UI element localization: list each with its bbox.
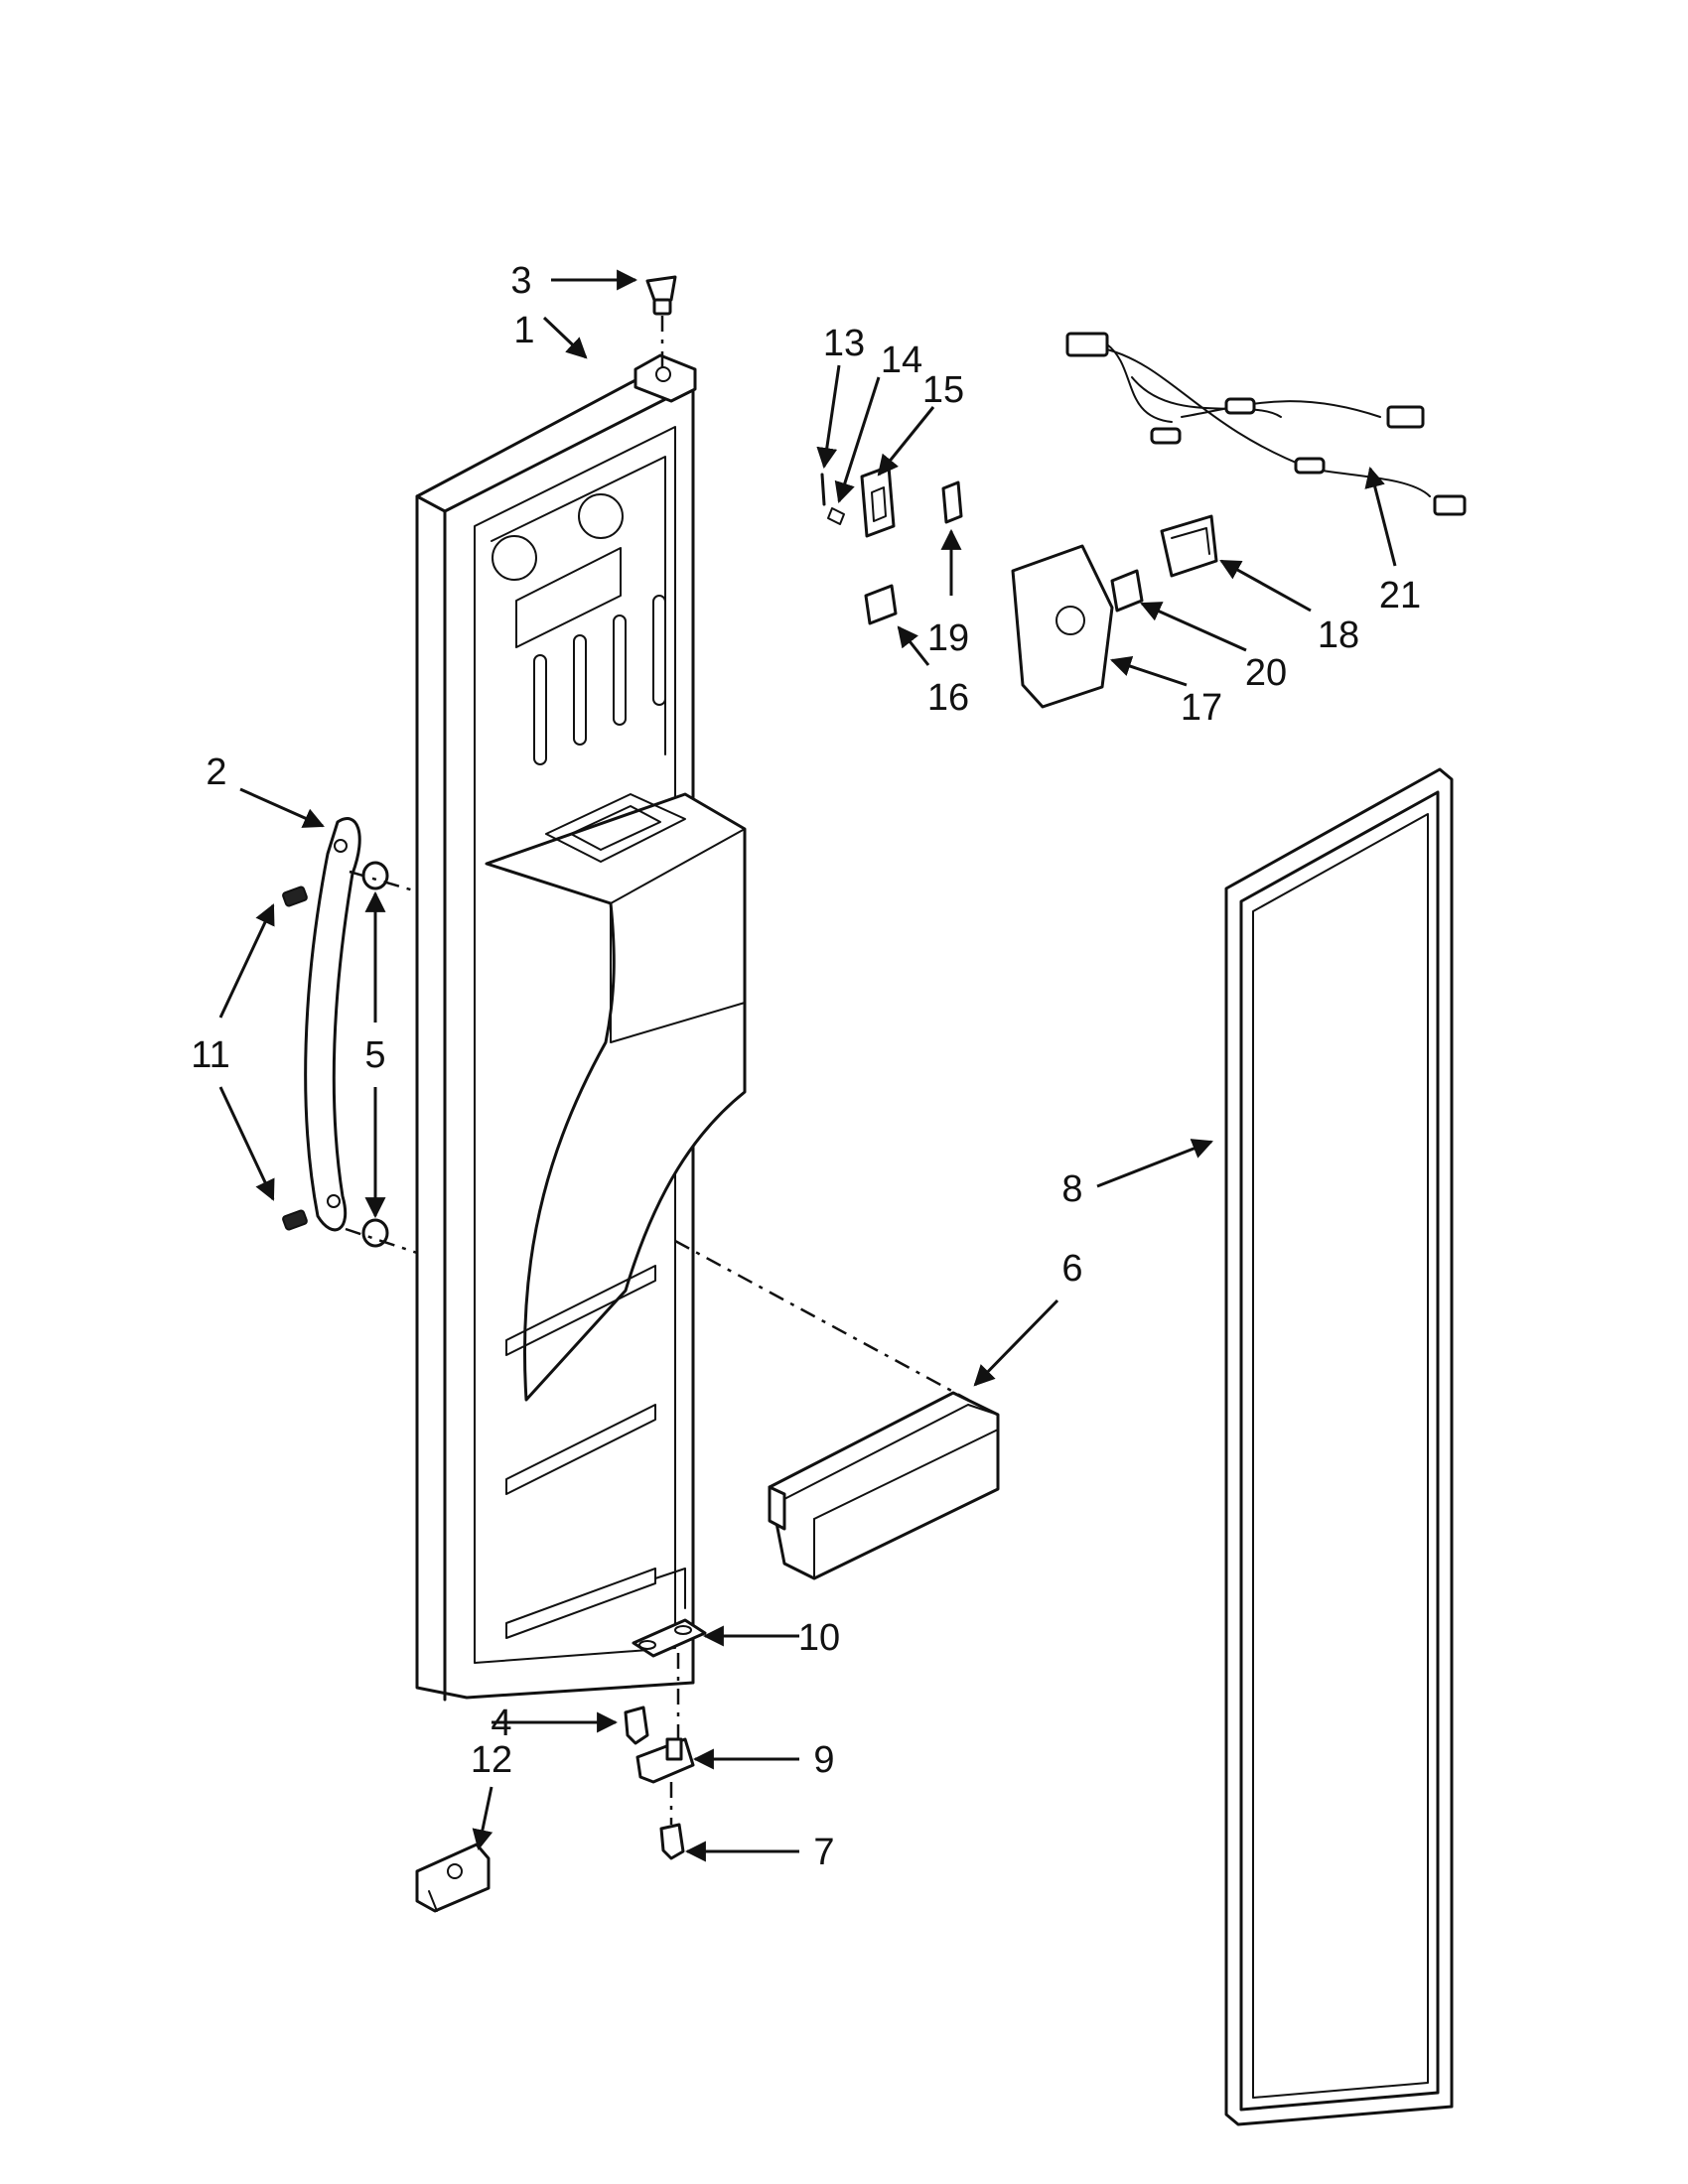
callout-3: 3 — [510, 260, 531, 302]
callout-20: 20 — [1245, 652, 1287, 694]
callout-13: 13 — [823, 323, 865, 364]
callout-4: 4 — [491, 1703, 511, 1744]
callout-15: 15 — [922, 369, 964, 411]
callout-10: 10 — [798, 1617, 840, 1659]
callout-5: 5 — [364, 1034, 385, 1076]
callout-17: 17 — [1181, 687, 1222, 729]
callout-12: 12 — [471, 1739, 512, 1781]
wire-harness-part-21 — [1065, 332, 1467, 516]
callout-14: 14 — [881, 340, 922, 381]
door-bin-part-6 — [768, 1391, 1000, 1580]
callout-7: 7 — [813, 1832, 834, 1873]
assembly-dash-lines — [345, 316, 969, 1825]
handle-screws-part-11 — [282, 886, 308, 1231]
callout-8: 8 — [1061, 1168, 1082, 1210]
control-housing-parts-17-18-20 — [1011, 514, 1218, 709]
callout-16: 16 — [927, 677, 969, 719]
door-liner-part-1 — [415, 353, 747, 1702]
callout-18: 18 — [1318, 614, 1359, 656]
door-gasket-part-8 — [1224, 767, 1454, 2126]
callout-2: 2 — [206, 751, 226, 793]
callout-11: 11 — [191, 1034, 229, 1076]
handle-part-2 — [304, 817, 361, 1232]
callout-1: 1 — [513, 310, 534, 351]
callout-9: 9 — [813, 1739, 834, 1781]
callout-19: 19 — [927, 617, 969, 659]
callout-21: 21 — [1379, 575, 1421, 616]
leader-arrows — [218, 269, 1397, 1862]
callout-6: 6 — [1061, 1248, 1082, 1290]
hinge-cap-part-3 — [645, 275, 677, 316]
callout-labels: 3 1 13 14 15 19 16 17 20 18 21 2 11 5 8 … — [191, 260, 1421, 1873]
